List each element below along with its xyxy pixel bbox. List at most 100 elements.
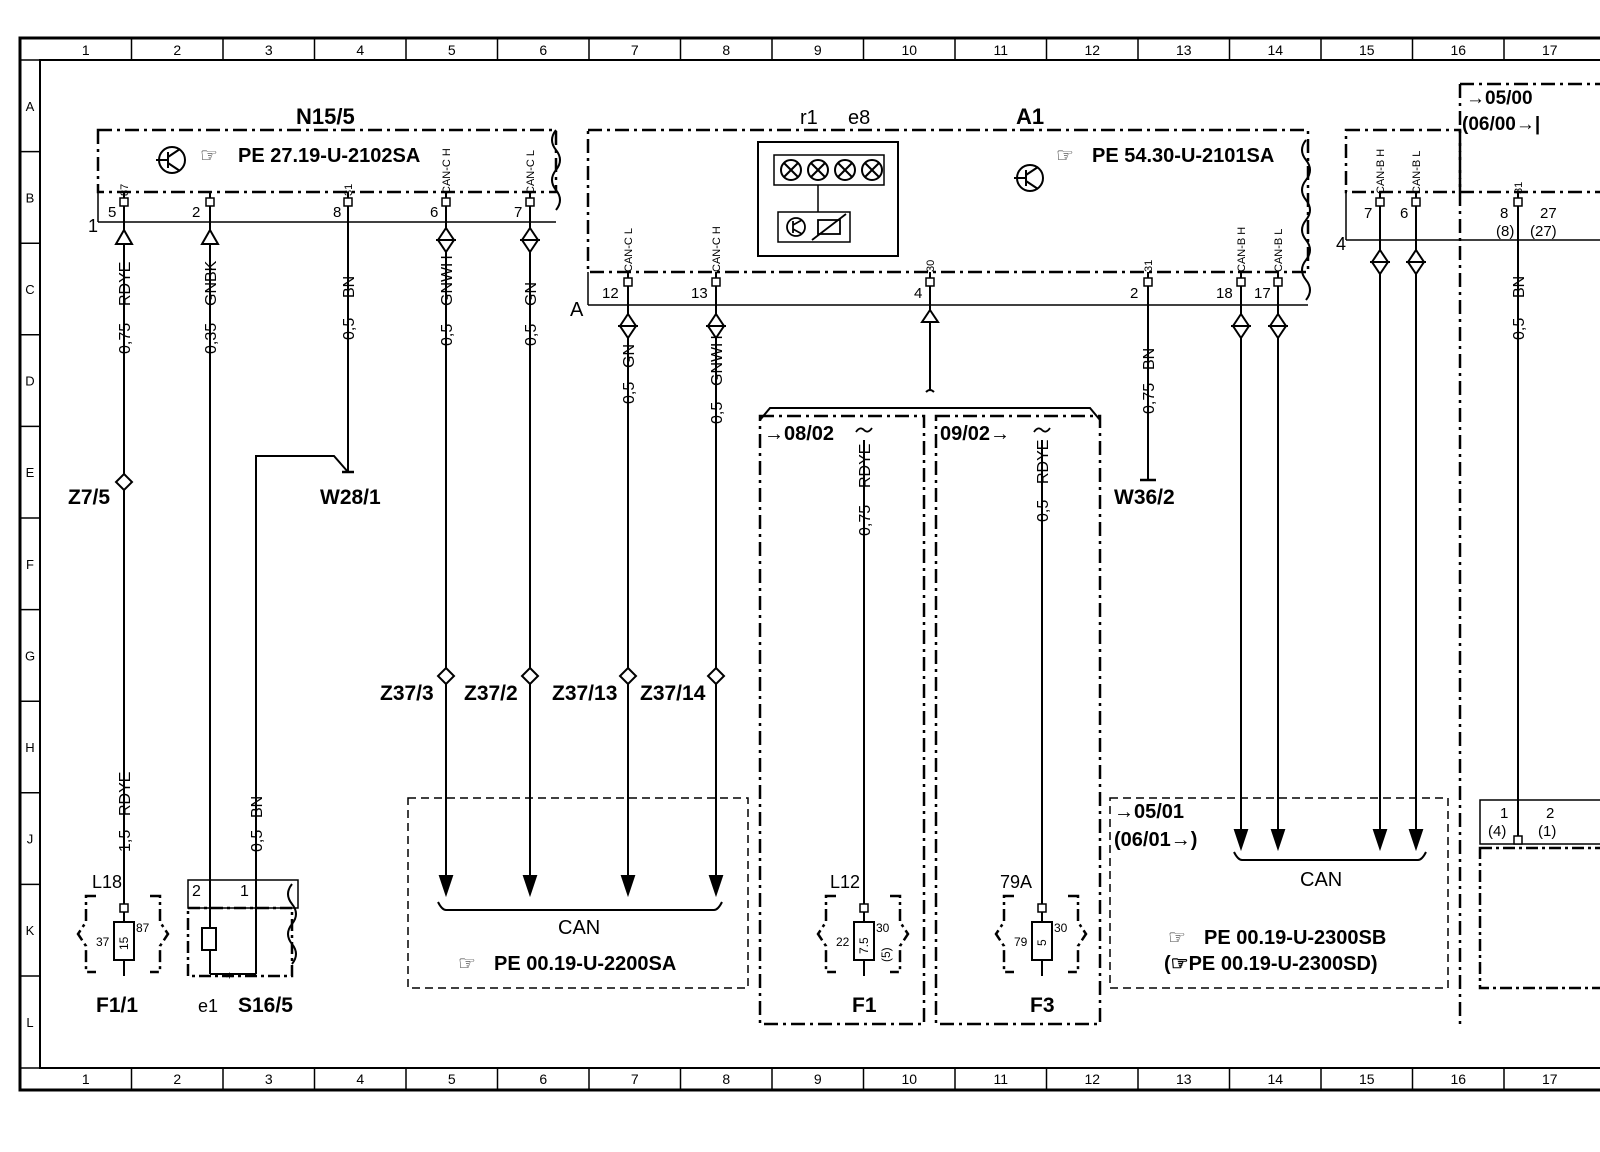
svg-text:6: 6 [430,204,438,221]
pin-right-7: 7 CAN-B H [1364,149,1387,240]
grid-row-label: L [26,1015,33,1030]
grid-column-label: 13 [1176,1071,1192,1087]
svg-text:22: 22 [836,935,850,949]
svg-text:12: 12 [602,285,619,302]
svg-text:S16/5: S16/5 [238,994,293,1017]
svg-text:87: 87 [136,921,150,935]
grid-column-label: 16 [1450,1071,1466,1087]
component-a1-conn: A [570,299,584,321]
branch-left: →08/02 [764,423,834,445]
grid-column-label: 14 [1267,1071,1283,1087]
grid-ticks [20,38,1505,1090]
svg-text:18: 18 [1216,285,1233,302]
svg-text:87: 87 [119,184,131,196]
svg-text:0,5: 0,5 [709,402,726,424]
branch-right: 09/02→ [940,423,1010,445]
component-a1: A1 r1 e8 A [570,104,1311,321]
grid-column-label: 6 [539,42,547,58]
lamp-icon: ⁎ [226,965,233,981]
pin-a1-13: 13 CAN-C H [691,226,723,305]
svg-text:13: 13 [691,285,708,302]
svg-text:2: 2 [1546,805,1554,822]
pin-n15-8: 8 31 [333,184,355,222]
transistor-icon [1014,164,1044,192]
svg-text:15: 15 [117,936,131,950]
svg-text:79: 79 [1014,935,1028,949]
grid-labels: 1122334455667788991010111112121313141415… [25,42,1558,1087]
grid-column-label: 17 [1542,42,1558,58]
svg-text:PE 00.19-U-2300SB: PE 00.19-U-2300SB [1204,927,1386,949]
fuse-f1-1: L18 37 15 87 F1/1 [76,872,170,1017]
svg-text:30: 30 [1054,921,1068,935]
grid-column-label: 9 [814,1071,822,1087]
grid-column-label: 8 [722,1071,730,1087]
pin-a1-18: 18 CAN-B H [1216,227,1248,305]
svg-text:2: 2 [1130,285,1138,302]
grid-row-label: J [27,832,34,847]
svg-text:30: 30 [925,260,937,272]
svg-text:F1/1: F1/1 [96,994,138,1017]
pointing-hand-icon: ☞ [1168,927,1186,949]
pin-a1-4: 4 30 [914,260,937,305]
instrument-cluster-symbol [757,141,899,257]
svg-text:31: 31 [1143,260,1155,272]
grid-column-label: 10 [901,1071,917,1087]
grid-column-label: 11 [993,42,1008,58]
svg-text:(06/01→): (06/01→) [1114,829,1197,851]
grid-column-label: 12 [1084,1071,1100,1087]
svg-text:0,5: 0,5 [249,830,266,852]
grid-row-label: F [26,557,34,572]
can-box-left: CAN ☞ PE 00.19-U-2200SA [407,797,749,989]
svg-text:31: 31 [343,184,355,196]
svg-text:e1: e1 [198,996,218,1016]
grid-row-label: H [25,740,34,755]
pin-right-6: 6 CAN-B L [1400,151,1423,240]
pin-n15-2: 2 [192,192,215,222]
grid-column-label: 1 [82,42,90,58]
pin-n15-5: 5 87 [108,184,131,222]
svg-text:BN: BN [249,796,266,818]
svg-text:(☞PE 00.19-U-2300SD): (☞PE 00.19-U-2300SD) [1164,953,1378,975]
node-z37-13: Z37/13 [552,682,617,705]
variable-resistor-icon [811,213,847,241]
pin-n15-6: 6 CAN-C H [430,148,453,222]
svg-text:7: 7 [514,204,522,221]
pointing-hand-icon: ☞ [1056,145,1074,167]
svg-text:30: 30 [876,921,890,935]
grid-row-label: D [25,374,34,389]
grid-column-label: 3 [265,42,273,58]
svg-text:L18: L18 [92,872,122,892]
transistor-icon [156,146,186,174]
component-right-module: 4 →05/00 (06/00→| 7 CAN-B H 6 CAN-B L 8 … [1336,82,1600,1026]
grid-column-label: 13 [1176,42,1192,58]
grid-row-label: C [25,282,34,297]
svg-text:CAN-B H: CAN-B H [1375,149,1387,194]
svg-text:GNBK: GNBK [203,260,220,306]
svg-text:0,35: 0,35 [203,323,220,354]
svg-text:1: 1 [240,883,249,900]
grid-column-label: 11 [993,1071,1008,1087]
svg-text:r1: r1 [800,107,818,129]
svg-text:CAN-B L: CAN-B L [1411,151,1423,194]
fuse-f1: L12 22 7.5 30 (5) F1 [816,872,910,1017]
svg-text:BN: BN [1141,348,1158,370]
svg-text:6: 6 [1400,205,1408,222]
wire-labels: 0,75 RDYE 0,35 GNBK 0,5 BN 0,5 GNWH 0,5 … [117,255,1528,852]
node-w28-1: W28/1 [320,486,381,509]
pin-right-27: 27 (27) [1530,205,1557,240]
svg-text:7.5: 7.5 [857,937,871,954]
svg-text:CAN-B L: CAN-B L [1273,229,1285,272]
pin-a1-2: 2 31 [1130,260,1155,305]
svg-text:5: 5 [1035,939,1049,946]
frame [18,36,1600,1092]
component-n15-5-ref: PE 27.19-U-2102SA [238,145,420,167]
grid-column-label: 1 [82,1071,90,1087]
svg-text:(8): (8) [1496,223,1514,240]
grid-column-label: 7 [631,42,639,58]
svg-text:0,75: 0,75 [857,505,874,536]
svg-text:GN: GN [523,282,540,306]
pin-right-8: 8 (8) 31 [1496,182,1525,240]
grid-column-label: 16 [1450,42,1466,58]
grid-column-label: 8 [722,42,730,58]
